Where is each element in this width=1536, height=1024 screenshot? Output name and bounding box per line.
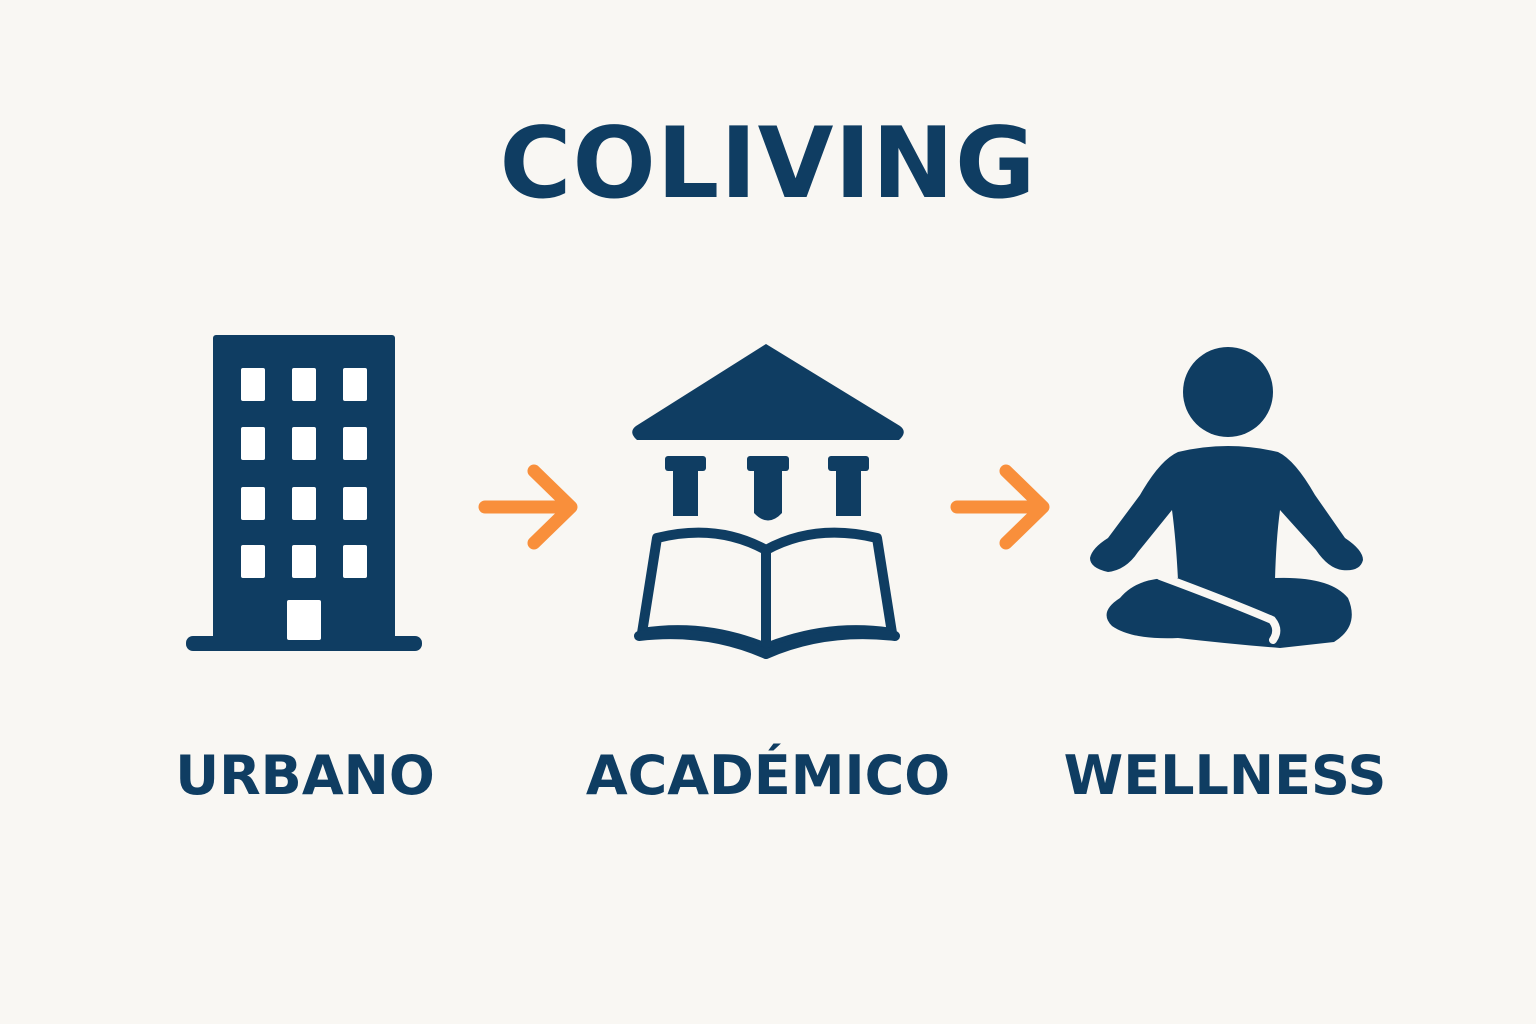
step-label-urbano: URBANO — [175, 744, 435, 807]
step-label-wellness: WELLNESS — [1063, 744, 1387, 807]
step-label-academico: ACADÉMICO — [585, 744, 951, 807]
meditation-icon — [1090, 347, 1363, 648]
building-icon — [186, 335, 422, 651]
academic-book-icon — [632, 344, 904, 659]
diagram-title: COLIVING — [499, 107, 1037, 221]
arrow-right-icon — [478, 464, 578, 550]
arrow-right-icon — [950, 464, 1050, 550]
